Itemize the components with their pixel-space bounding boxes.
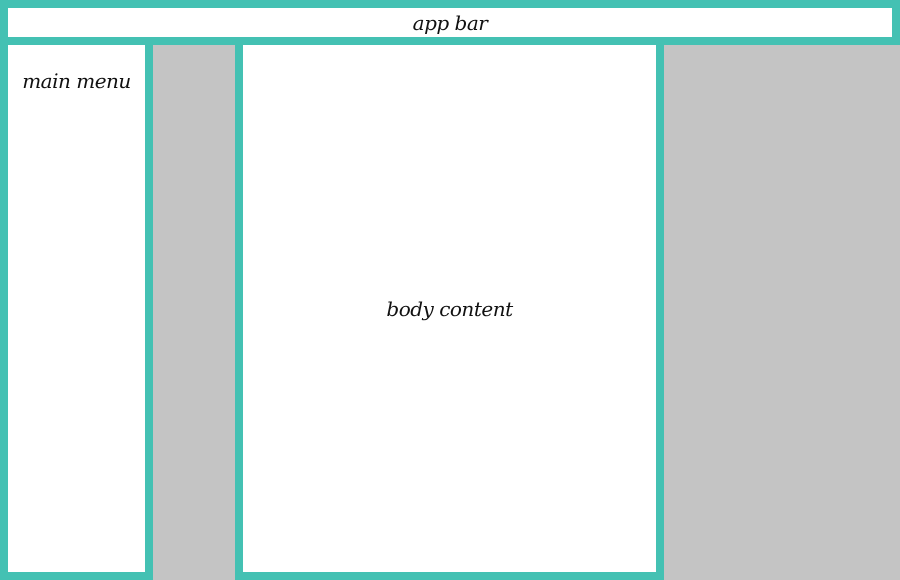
body-content-panel: body content	[235, 37, 664, 580]
main-menu-panel: main menu	[0, 37, 153, 580]
main-menu-label: main menu	[22, 69, 131, 93]
body-content-label: body content	[386, 296, 513, 321]
app-bar: app bar	[0, 0, 900, 45]
app-bar-label: app bar	[412, 10, 488, 35]
